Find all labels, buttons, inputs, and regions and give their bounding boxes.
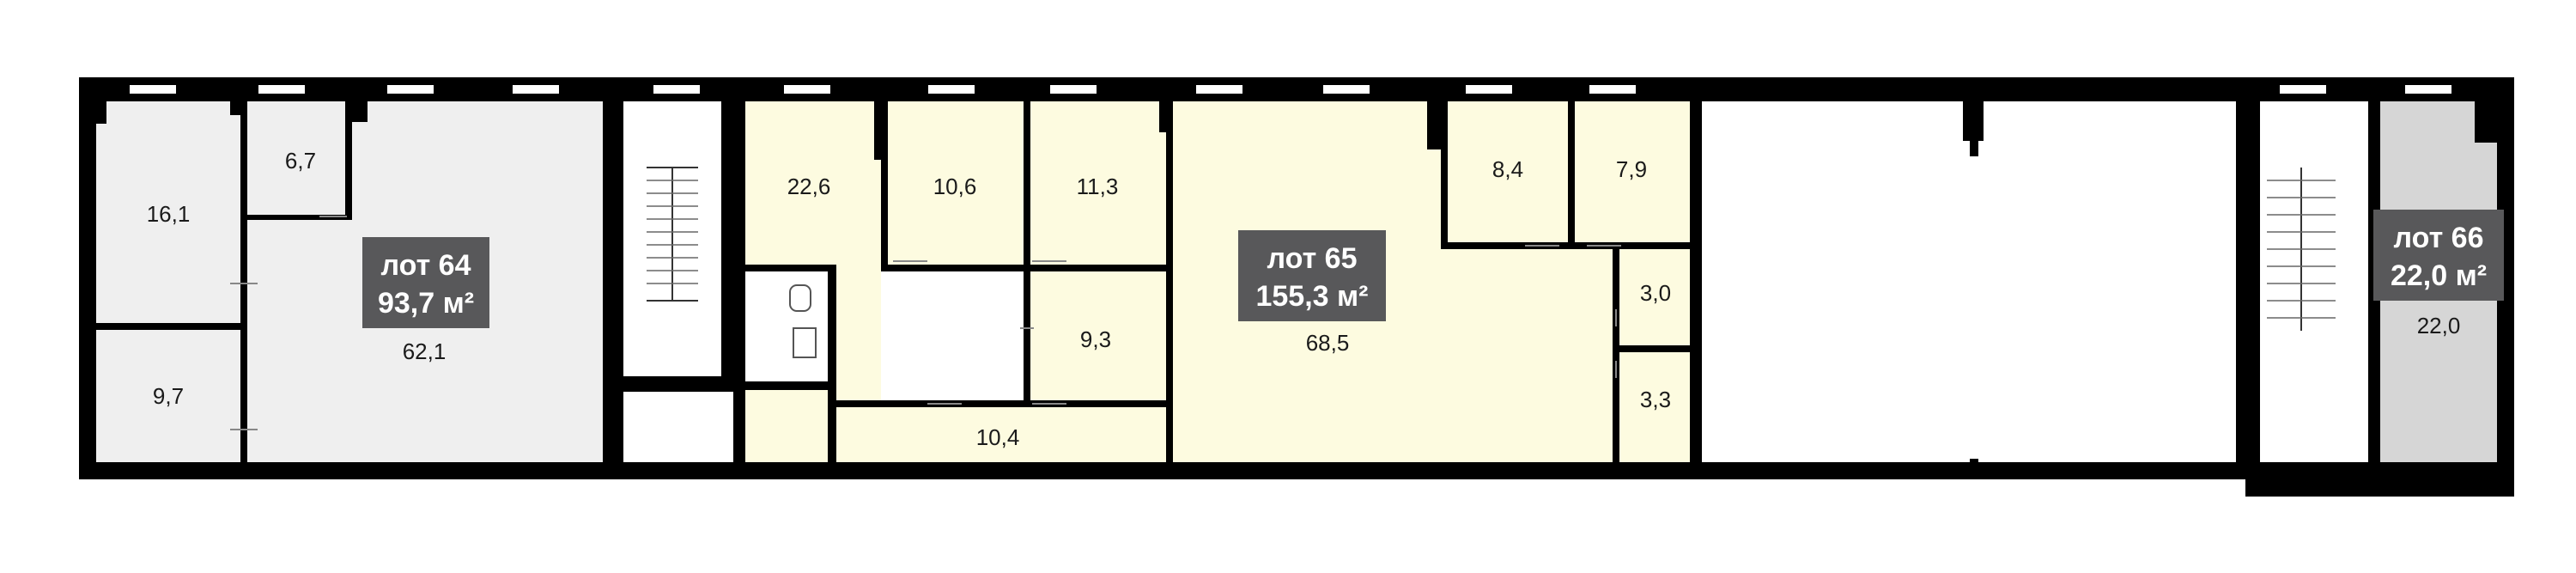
column (352, 101, 368, 122)
wall (733, 101, 745, 462)
room-8-4[interactable] (1448, 101, 1568, 242)
room-3-3[interactable] (1619, 352, 1690, 462)
wall (345, 101, 352, 215)
room-3-0[interactable] (1619, 249, 1690, 345)
room-11-3[interactable] (1030, 101, 1166, 265)
room-area-label: 10,6 (933, 174, 977, 199)
room-area-label: 3,0 (1640, 280, 1671, 306)
lot-66-name: лот 66 (2394, 222, 2484, 254)
wall (881, 101, 888, 265)
column (1970, 141, 1978, 156)
lot-64-name: лот 64 (381, 249, 471, 282)
doors (230, 216, 1621, 430)
lot-66-badge[interactable]: лот 66 22,0 м² (2373, 210, 2504, 301)
column (230, 101, 247, 115)
wall (1441, 101, 1448, 242)
wall (745, 265, 835, 271)
lot-65-area-value: 155,3 м² (1255, 280, 1368, 313)
wall (1166, 101, 1173, 407)
sink-icon (793, 327, 817, 358)
wall (828, 265, 836, 462)
room-9-3[interactable] (1030, 271, 1166, 400)
wall (1613, 249, 1619, 462)
wall (240, 101, 247, 462)
room-area-label: 6,7 (285, 148, 316, 174)
column (96, 101, 106, 124)
wall (1568, 101, 1575, 242)
annex-bottom-wall (2260, 462, 2497, 488)
room-10-6[interactable] (888, 101, 1024, 265)
wall (745, 381, 835, 390)
column (1963, 101, 1984, 141)
lot-64-area-value: 93,7 м² (378, 287, 474, 320)
lot-66-area-value: 22,0 м² (2391, 259, 2487, 292)
room-area-label: 7,9 (1616, 156, 1647, 182)
lot-64-badge[interactable]: лот 64 93,7 м² (362, 237, 489, 328)
room-area-label: 22,0 (2417, 313, 2461, 338)
room-area-label: 22,6 (787, 174, 831, 199)
room-area-label: 9,7 (153, 383, 184, 409)
room-area-label: 10,4 (976, 424, 1020, 450)
room-area-label: 68,5 (1306, 330, 1350, 356)
room-9-7[interactable] (96, 330, 240, 462)
wall (247, 215, 352, 220)
windows (128, 83, 2453, 95)
room-area-label: 16,1 (147, 201, 191, 227)
room-area-label: 62,1 (403, 338, 447, 364)
wall (96, 323, 240, 330)
room-16-1[interactable] (96, 101, 240, 323)
bathroom (745, 271, 828, 381)
wall (1619, 345, 1690, 352)
wall (1024, 101, 1030, 400)
wall (2475, 101, 2497, 143)
lot-65-name: лот 65 (1267, 242, 1358, 275)
room-area-label: 11,3 (1077, 174, 1119, 199)
column (1970, 459, 1978, 469)
wall (603, 101, 611, 462)
wall (1166, 400, 1173, 462)
room-area-label: 9,3 (1080, 326, 1111, 352)
lot-65-badge[interactable]: лот 65 155,3 м² (1238, 230, 1386, 321)
wall (1159, 101, 1173, 132)
wall (1690, 101, 1702, 462)
room-area-label: 3,3 (1640, 387, 1671, 412)
lot-64-area (96, 101, 611, 462)
lot-65-area (733, 101, 1702, 462)
wall (1441, 242, 1690, 249)
wall (836, 400, 1173, 407)
room-7-9[interactable] (1575, 101, 1690, 242)
room-10-4[interactable] (836, 407, 1166, 462)
room-area-label: 8,4 (1492, 156, 1523, 182)
toilet-icon (789, 284, 811, 312)
